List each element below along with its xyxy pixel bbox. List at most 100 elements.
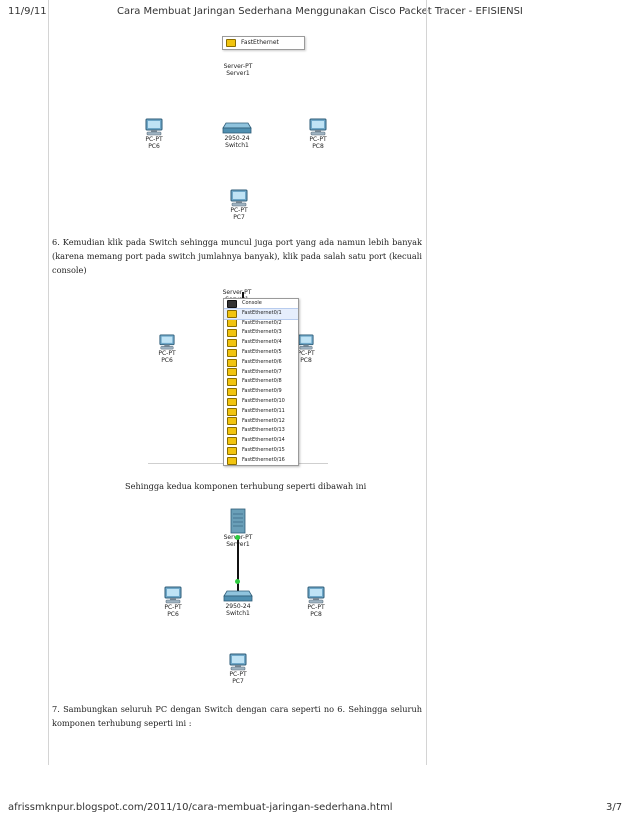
port-label: FastEthernet0/9 <box>242 388 282 395</box>
port-menu-item[interactable]: FastEthernet0/7 <box>224 368 298 378</box>
switch-icon <box>223 590 253 602</box>
port-label: FastEthernet0/14 <box>242 437 285 444</box>
port-label: FastEthernet0/10 <box>242 397 285 404</box>
port-menu-item[interactable]: FastEthernet0/10 <box>224 397 298 407</box>
port-label: FastEthernet0/3 <box>242 329 282 336</box>
port-label: FastEthernet0/5 <box>242 348 282 355</box>
pc-type-label: PC-PT <box>145 136 163 143</box>
pc-type-label: PC-PT <box>297 350 315 357</box>
switch1-node[interactable]: 2950-24 Switch1 <box>208 589 268 617</box>
port-menu-item[interactable]: FastEthernet0/9 <box>224 387 298 397</box>
port-icon <box>227 427 237 436</box>
pc7-node[interactable]: PC-PT PC7 <box>208 653 268 685</box>
pc-icon <box>164 586 182 604</box>
port-label: Console <box>242 300 262 306</box>
pc-icon <box>229 653 247 671</box>
port-menu-item[interactable]: FastEthernet0/4 <box>224 338 298 348</box>
port-label: FastEthernet0/13 <box>242 427 285 434</box>
port-menu-item[interactable]: FastEthernet0/8 <box>224 377 298 387</box>
port-label: FastEthernet0/15 <box>242 446 285 453</box>
console-port-icon <box>227 299 237 308</box>
port-icon <box>227 437 237 446</box>
pc8-node[interactable]: PC-PT PC8 <box>276 334 336 364</box>
port-label: FastEthernet0/12 <box>242 417 285 424</box>
pc-icon <box>298 334 314 350</box>
header-date: 11/9/11 <box>8 6 47 17</box>
port-icon <box>227 309 237 318</box>
port-icon <box>227 417 237 426</box>
cable-line <box>237 537 239 592</box>
port-icon <box>227 368 237 377</box>
step7-paragraph: 7. Sambungkan seluruh PC dengan Switch d… <box>52 704 422 728</box>
port-label: FastEthernet0/8 <box>242 378 282 385</box>
port-menu-item[interactable]: FastEthernet0/5 <box>224 348 298 358</box>
pc-name-label: PC8 <box>310 611 322 618</box>
port-icon <box>227 358 237 367</box>
pc-icon <box>159 334 175 350</box>
pc-icon <box>230 189 248 207</box>
port-menu-item[interactable]: FastEthernet0/6 <box>224 358 298 368</box>
port-menu-item[interactable]: FastEthernet0/1 <box>224 307 298 320</box>
switch1-node[interactable]: 2950-24 Switch1 <box>207 121 267 149</box>
step6-paragraph: 6. Kemudian klik pada Switch sehingga mu… <box>52 237 422 275</box>
pc-icon <box>145 118 163 136</box>
port-menu-item[interactable]: FastEthernet0/14 <box>224 436 298 446</box>
pc-type-label: PC-PT <box>230 207 248 214</box>
port-icon <box>227 329 237 338</box>
pc8-node[interactable]: PC-PT PC8 <box>286 586 346 618</box>
content-column <box>48 0 427 765</box>
port-menu-item[interactable]: FastEthernet0/11 <box>224 407 298 417</box>
pc-type-label: PC-PT <box>164 604 182 611</box>
pc-type-label: PC-PT <box>229 671 247 678</box>
switch-name-label: Switch1 <box>226 610 250 617</box>
port-icon <box>227 397 237 406</box>
port-icon <box>227 348 237 357</box>
port-icon <box>227 388 237 397</box>
link-status-dot <box>235 535 240 540</box>
pc6-node[interactable]: PC-PT PC6 <box>143 586 203 618</box>
pc8-node[interactable]: PC-PT PC8 <box>288 118 348 150</box>
figure3-caption: Sehingga kedua komponen terhubung sepert… <box>125 481 367 491</box>
footer-page-number: 3/7 <box>606 802 623 813</box>
port-menu-item[interactable]: FastEthernet0/3 <box>224 328 298 338</box>
pc-type-label: PC-PT <box>309 136 327 143</box>
port-menu-item[interactable]: FastEthernet0/16 <box>224 456 298 465</box>
pc-name-label: PC7 <box>233 214 245 221</box>
link-status-dot <box>235 579 240 584</box>
port-icon <box>227 339 237 348</box>
port-menu-item[interactable]: FastEthernet0/13 <box>224 426 298 436</box>
port-tag-label: FastEthernet <box>241 39 279 46</box>
port-icon <box>227 456 237 465</box>
port-icon <box>227 319 237 328</box>
pc-type-label: PC-PT <box>158 350 176 357</box>
port-label: FastEthernet0/11 <box>242 407 285 414</box>
header-title: Cara Membuat Jaringan Sederhana Mengguna… <box>117 6 523 17</box>
port-icon <box>227 446 237 455</box>
switch-icon <box>222 122 252 134</box>
port-menu-item[interactable]: FastEthernet0/15 <box>224 446 298 456</box>
port-menu-item[interactable]: FastEthernet0/12 <box>224 417 298 427</box>
port-label: FastEthernet0/16 <box>242 456 285 463</box>
pc6-node[interactable]: PC-PT PC6 <box>124 118 184 150</box>
server-name-label: Server1 <box>226 70 250 77</box>
pc-name-label: PC6 <box>161 357 173 364</box>
cable-line <box>242 292 244 300</box>
server-type-label: Server-PT <box>223 63 253 70</box>
pc7-node[interactable]: PC-PT PC7 <box>209 189 269 221</box>
server1-node[interactable]: Server-PT Server1 <box>208 63 268 77</box>
footer-url[interactable]: afrissmknpur.blogspot.com/2011/10/cara-m… <box>8 802 393 813</box>
port-icon <box>226 39 236 47</box>
port-icon <box>227 378 237 387</box>
pc-icon <box>307 586 325 604</box>
server-type-label: Server-PT <box>222 289 252 296</box>
pc-type-label: PC-PT <box>307 604 325 611</box>
port-label: FastEthernet0/2 <box>242 319 282 326</box>
port-menu-item[interactable]: Console <box>224 299 298 309</box>
pc6-node[interactable]: PC-PT PC6 <box>137 334 197 364</box>
pc-icon <box>309 118 327 136</box>
port-menu-item[interactable]: FastEthernet0/2 <box>224 319 298 329</box>
pc-name-label: PC6 <box>167 611 179 618</box>
port-tag[interactable]: FastEthernet <box>222 36 305 50</box>
